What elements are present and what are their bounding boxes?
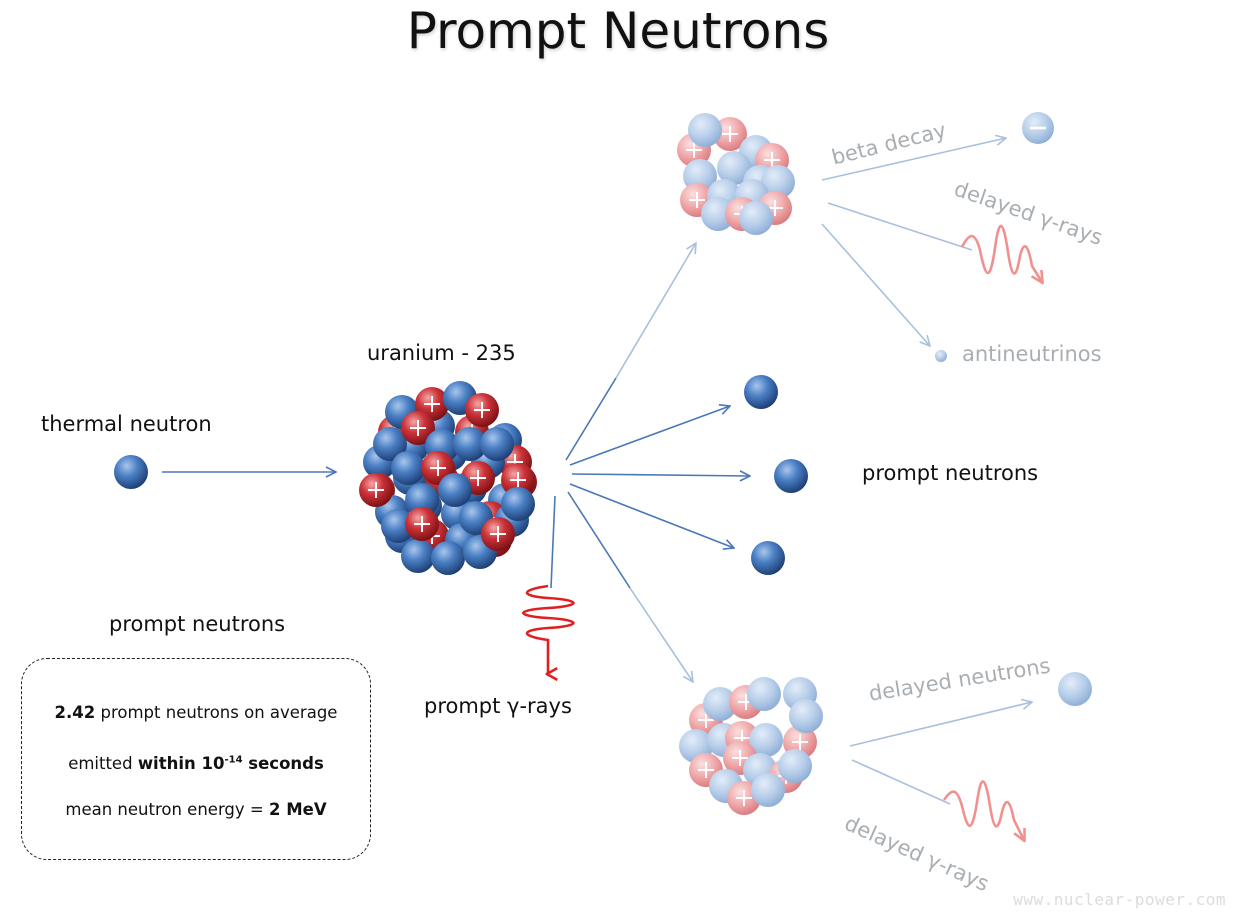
antineutrino-arrow <box>821 223 930 346</box>
prompt-neutron-facts-box: 2.42 prompt neutrons on average emitted … <box>21 658 371 860</box>
watermark: www.nuclear-power.com <box>1013 890 1226 909</box>
plus-icon <box>698 712 714 728</box>
info-time-unit: seconds <box>242 754 324 773</box>
uranium-235-nucleus <box>359 381 537 575</box>
plus-icon <box>686 142 702 158</box>
delayed-gamma-bottom-arrow <box>851 759 951 805</box>
neutron <box>751 773 785 807</box>
neutron <box>717 151 751 185</box>
page-title: Prompt Neutrons <box>406 2 830 60</box>
beta-decay-arrow <box>821 138 1006 181</box>
prompt-neutron-arrow-1 <box>569 406 730 466</box>
neutron <box>401 539 435 573</box>
prompt-neutron-particle-2 <box>774 459 808 493</box>
neutron <box>438 473 472 507</box>
fragment-arrow-top-faded <box>615 243 696 379</box>
info-box-heading: prompt neutrons <box>109 612 286 636</box>
fission-fragment-bottom <box>679 677 823 815</box>
plus-icon <box>689 192 705 208</box>
fragment-arrow-bottom-dark <box>567 491 631 589</box>
delayed-gamma-bottom-wave <box>942 780 1024 840</box>
plus-icon <box>414 516 430 532</box>
prompt-neutrons-label: prompt neutrons <box>862 461 1039 485</box>
neutron <box>431 541 465 575</box>
uranium-235-label: uranium - 235 <box>367 341 516 365</box>
delayed-gamma-top-arrow <box>827 202 973 251</box>
prompt-gamma-rays-label: prompt γ-rays <box>424 694 572 718</box>
plus-icon <box>792 734 808 750</box>
info-time-bold: within 10 <box>137 754 225 773</box>
info-average-value: 2.42 <box>54 703 96 722</box>
neutron <box>373 427 407 461</box>
prompt-gamma-wave <box>522 495 575 674</box>
neutron <box>761 165 795 199</box>
plus-icon <box>732 750 748 766</box>
plus-icon <box>510 472 526 488</box>
plus-icon <box>410 420 426 436</box>
neutron <box>701 197 735 231</box>
thermal-neutron-particle <box>114 455 148 489</box>
plus-icon <box>698 762 714 778</box>
neutron <box>688 113 722 147</box>
beta-electron-particle <box>1022 112 1054 144</box>
prompt-neutron-particle-3 <box>751 541 785 575</box>
info-average-text: prompt neutrons on average <box>95 703 338 722</box>
plus-icon <box>430 460 446 476</box>
info-line-energy: mean neutron energy = 2 MeV <box>22 800 370 819</box>
antineutrinos-label: antineutrinos <box>962 342 1102 366</box>
neutron <box>739 201 773 235</box>
plus-icon <box>764 152 780 168</box>
info-line-time: emitted within 10-14 seconds <box>22 754 370 773</box>
thermal-neutron-label: thermal neutron <box>41 412 212 436</box>
plus-icon <box>470 470 486 486</box>
prompt-neutron-arrow-3 <box>569 483 734 548</box>
reaction-arrows <box>162 138 1032 805</box>
neutron <box>778 749 812 783</box>
neutron <box>480 427 514 461</box>
plus-icon <box>368 482 384 498</box>
info-energy-text: mean neutron energy = <box>65 800 269 819</box>
delayed-gamma-top-wave <box>960 224 1042 282</box>
neutron <box>391 451 425 485</box>
info-energy-value: 2 MeV <box>269 800 327 819</box>
neutron <box>453 427 487 461</box>
fission-fragment-top <box>677 113 795 235</box>
neutron <box>749 723 783 757</box>
neutron <box>703 687 737 721</box>
neutron <box>405 483 439 517</box>
fragment-arrow-bottom-faded <box>629 587 693 682</box>
delayed-neutron-arrow <box>849 702 1032 747</box>
info-time-text: emitted <box>68 754 138 773</box>
plus-icon <box>722 126 738 142</box>
plus-icon <box>490 526 506 542</box>
prompt-neutron-arrow-2 <box>571 474 750 476</box>
plus-icon <box>474 402 490 418</box>
info-time-exponent: -14 <box>224 754 243 766</box>
neutron <box>789 699 823 733</box>
neutron <box>501 487 535 521</box>
delayed-neutron-particle <box>1058 672 1092 706</box>
plus-icon <box>424 396 440 412</box>
neutron <box>747 677 781 711</box>
plus-icon <box>736 790 752 806</box>
prompt-neutron-particle-1 <box>744 375 778 409</box>
fragment-arrow-top-dark <box>565 377 617 461</box>
antineutrino-particle <box>935 350 947 362</box>
info-line-average: 2.42 prompt neutrons on average <box>22 703 370 722</box>
